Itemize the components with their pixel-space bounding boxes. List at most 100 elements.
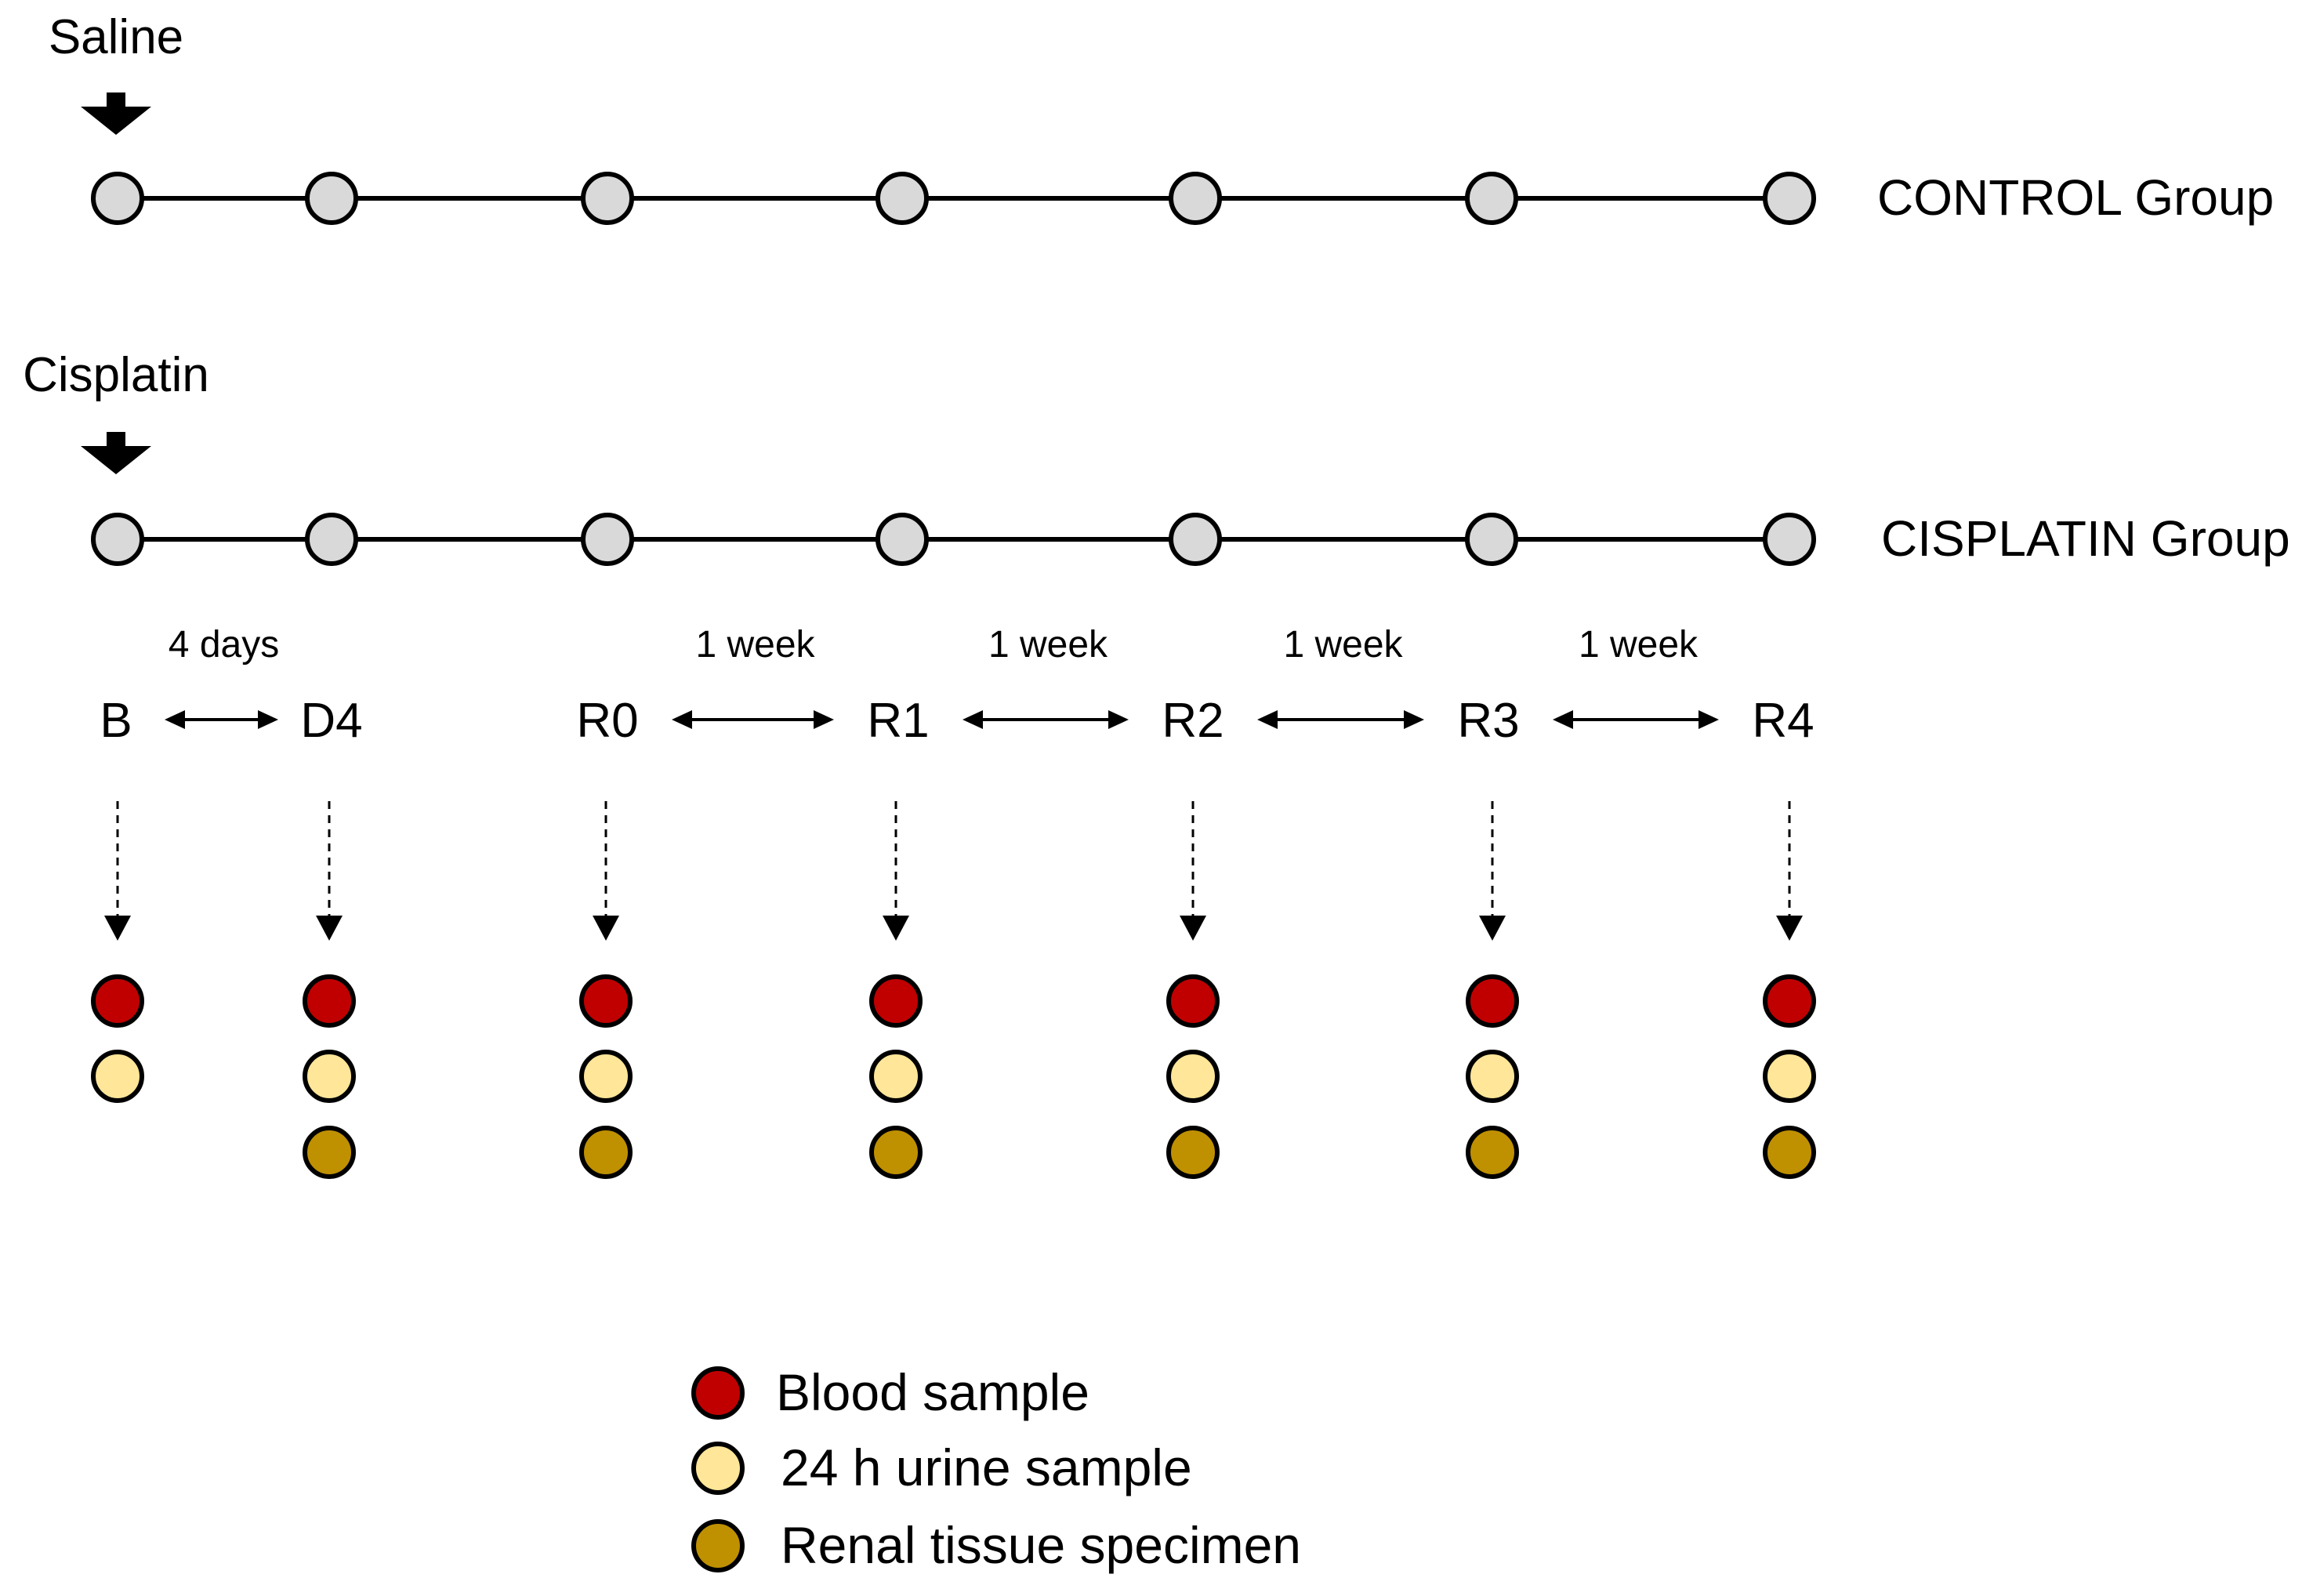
timepoint-label-r0: R0 (576, 694, 638, 748)
down-arrowhead-icon (593, 916, 619, 941)
interval-arrow (672, 710, 834, 729)
control-group-row: Saline CONTROL Group (49, 10, 2274, 226)
timepoint-label-r2: R2 (1162, 694, 1224, 748)
legend-label-blood: Blood sample (776, 1363, 1089, 1421)
arrowhead-icon (1553, 710, 1573, 729)
timeline-node-r3 (1465, 513, 1518, 566)
timeline-node-r0 (581, 513, 634, 566)
timeline-node-b (91, 172, 144, 225)
interval-arrow (165, 710, 278, 729)
urine-sample-dot-r1 (869, 1050, 923, 1103)
blood-sample-dot-r1 (869, 974, 923, 1028)
arrowhead-icon (258, 710, 278, 729)
interval-label: 1 week (1579, 624, 1698, 666)
urine-sample-dot-r3 (1466, 1050, 1519, 1103)
tissue-sample-dot-d4 (303, 1126, 356, 1179)
blood-sample-dot-r4 (1763, 974, 1816, 1028)
sampling-arrow-r0 (593, 801, 619, 941)
control-group-label: CONTROL Group (1877, 169, 2274, 226)
tissue-sample-dot-r2 (1166, 1126, 1220, 1179)
legend-swatch-blood (691, 1366, 745, 1420)
down-arrowhead-icon (883, 916, 909, 941)
interval-arrow (1257, 710, 1424, 729)
timeline-node-r1 (876, 513, 929, 566)
urine-sample-dot-d4 (303, 1050, 356, 1103)
blood-sample-dot-r0 (579, 974, 633, 1028)
sampling-arrow-b (104, 801, 131, 941)
arrowhead-icon (814, 710, 834, 729)
interval-label: 4 days (169, 624, 279, 666)
legend-item-urine: 24 h urine sample (691, 1438, 1192, 1496)
timepoint-label-r1: R1 (867, 694, 929, 748)
down-arrowhead-icon (1479, 916, 1506, 941)
arrowhead-icon (1257, 710, 1278, 729)
legend-swatch-tissue (691, 1519, 745, 1572)
saline-label: Saline (49, 10, 183, 64)
sampling-arrows (104, 801, 1803, 941)
arrowhead-icon (165, 710, 185, 729)
tissue-sample-dot-r3 (1466, 1126, 1519, 1179)
blood-sample-dot-b (91, 974, 144, 1028)
arrowhead-icon (1108, 710, 1129, 729)
tissue-sample-dot-r4 (1763, 1126, 1816, 1179)
timeline-node-r0 (581, 172, 634, 225)
timeline-node-r4 (1763, 172, 1816, 225)
tissue-sample-dot-r0 (579, 1126, 633, 1179)
blood-sample-dot-d4 (303, 974, 356, 1028)
arrowhead-icon (672, 710, 692, 729)
legend-item-tissue: Renal tissue specimen (691, 1516, 1301, 1574)
arrowhead-icon (963, 710, 983, 729)
timeline-node-b (91, 513, 144, 566)
timepoint-label-r3: R3 (1457, 694, 1519, 748)
tissue-sample-dot-r1 (869, 1126, 923, 1179)
timepoint-label-b: B (100, 694, 132, 748)
sampling-arrow-r2 (1180, 801, 1206, 941)
interval-labels: 4 days 1 week 1 week 1 week 1 week (169, 624, 1698, 666)
interval-arrow (1553, 710, 1719, 729)
urine-sample-dot-r4 (1763, 1050, 1816, 1103)
timepoint-label-d4: D4 (300, 694, 362, 748)
legend-swatch-urine (691, 1442, 745, 1495)
timeline-node-d4 (305, 172, 358, 225)
cisplatin-group-label: CISPLATIN Group (1881, 510, 2290, 567)
interval-label: 1 week (1283, 624, 1403, 666)
sample-dots (91, 974, 1816, 1179)
down-arrowhead-icon (1180, 916, 1206, 941)
interval-label: 1 week (988, 624, 1108, 666)
timeline-node-r4 (1763, 513, 1816, 566)
urine-sample-dot-b (91, 1050, 144, 1103)
down-arrowhead-icon (316, 916, 343, 941)
down-arrowhead-icon (104, 916, 131, 941)
timeline-node-r3 (1465, 172, 1518, 225)
cisplatin-label: Cisplatin (23, 348, 209, 402)
timeline-node-d4 (305, 513, 358, 566)
legend-label-tissue: Renal tissue specimen (781, 1516, 1301, 1574)
urine-sample-dot-r2 (1166, 1050, 1220, 1103)
cisplatin-timeline (91, 513, 1816, 566)
timeline-node-r2 (1169, 172, 1222, 225)
arrowhead-icon (1404, 710, 1424, 729)
blood-sample-dot-r3 (1466, 974, 1519, 1028)
cisplatin-group-row: Cisplatin CISPLATIN Group (23, 348, 2290, 567)
sampling-arrow-r1 (883, 801, 909, 941)
timeline-node-r1 (876, 172, 929, 225)
timepoint-labels: B D4 R0 R1 R2 R3 R4 (100, 694, 1814, 748)
interval-label: 1 week (695, 624, 815, 666)
legend-item-blood: Blood sample (691, 1363, 1089, 1421)
saline-down-arrow-icon (81, 92, 151, 135)
control-timeline (91, 172, 1816, 225)
down-arrowhead-icon (1776, 916, 1803, 941)
interval-arrow (963, 710, 1129, 729)
interval-arrows (165, 710, 1719, 729)
timeline-node-r2 (1169, 513, 1222, 566)
arrowhead-icon (1698, 710, 1719, 729)
legend-label-urine: 24 h urine sample (781, 1438, 1192, 1496)
timepoint-label-r4: R4 (1752, 694, 1814, 748)
sampling-arrow-d4 (316, 801, 343, 941)
sampling-arrow-r4 (1776, 801, 1803, 941)
sampling-arrow-r3 (1479, 801, 1506, 941)
cisplatin-down-arrow-icon (81, 432, 151, 474)
blood-sample-dot-r2 (1166, 974, 1220, 1028)
